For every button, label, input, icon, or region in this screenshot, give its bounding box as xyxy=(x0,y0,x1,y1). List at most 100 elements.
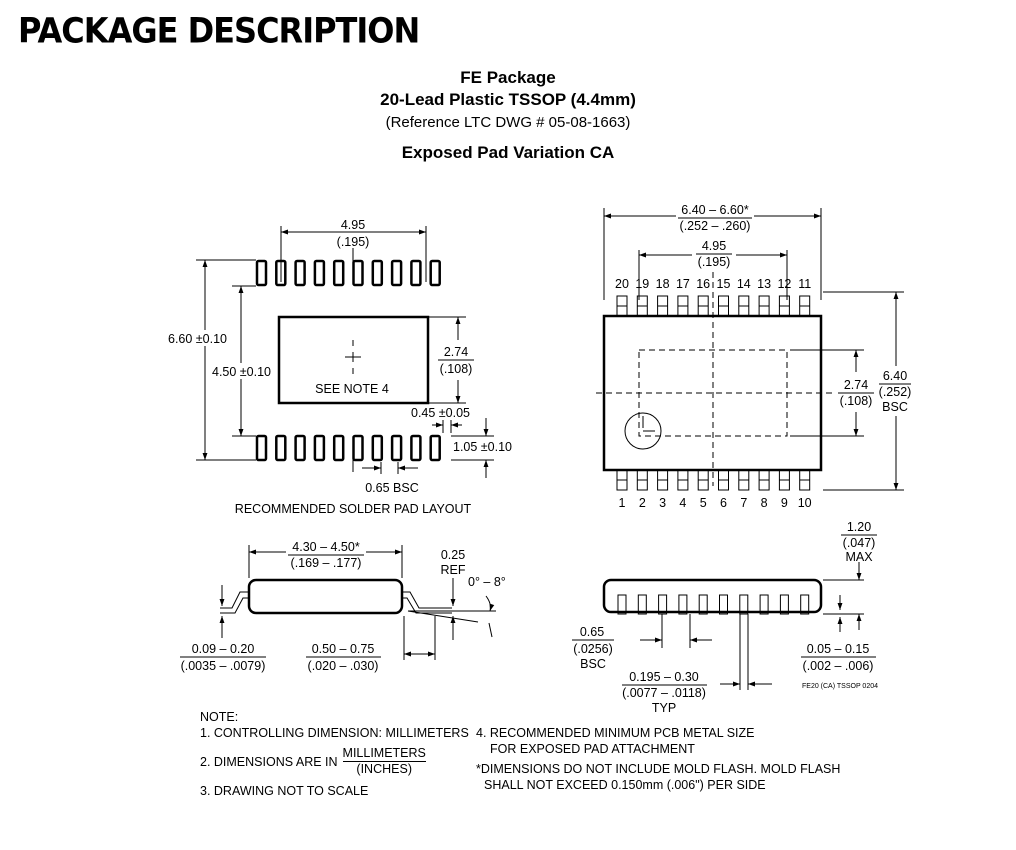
pin-label-bottom: 9 xyxy=(781,496,788,510)
solder-pad-height-mm: 2.74 xyxy=(444,345,468,359)
solder-pad xyxy=(294,434,306,462)
ref-mm: 0.25 xyxy=(441,548,465,562)
note-1: 1. CONTROLLING DIMENSION: MILLIMETERS xyxy=(200,726,469,740)
overall-height-mm: 6.40 xyxy=(883,369,907,383)
pin-label-top: 20 xyxy=(615,277,629,291)
side-leads xyxy=(617,594,810,615)
body-width-in: (.252 – .260) xyxy=(680,219,751,233)
height-max-mm: 1.20 xyxy=(847,520,871,534)
foot-length-in: (.020 – .030) xyxy=(308,659,379,673)
solder-pad-layout: SEE NOTE 4 4.95 (.195) 6.60 ±0.10 4.50 ±… xyxy=(166,218,512,516)
package-reference: (Reference LTC DWG # 05-08-1663) xyxy=(385,114,631,131)
pin-label-bottom: 10 xyxy=(798,496,812,510)
lead-thickness-mm: 0.09 – 0.20 xyxy=(192,642,255,656)
side-body-mm: 4.30 – 4.50* xyxy=(292,540,360,554)
side-pitch-bsc: BSC xyxy=(580,657,606,671)
side-lead xyxy=(759,594,769,615)
pin-label-top: 16 xyxy=(696,277,710,291)
pin-label-bottom: 8 xyxy=(761,496,768,510)
solder-pad xyxy=(255,434,268,462)
side-lead xyxy=(719,594,728,615)
side-lead xyxy=(779,594,789,615)
solder-pad xyxy=(352,259,364,287)
pad-width-in: (.195) xyxy=(698,255,731,269)
side-lead xyxy=(658,594,668,615)
height-max-label: MAX xyxy=(845,550,873,564)
notes-left: NOTE: 1. CONTROLLING DIMENSION: MILLIMET… xyxy=(200,709,469,799)
note-2-fraction: MILLIMETERS (INCHES) xyxy=(342,746,426,777)
note-star-b: SHALL NOT EXCEED 0.150mm (.006") PER SID… xyxy=(484,778,766,792)
pad-height-mm: 2.74 xyxy=(844,378,868,392)
side-pitch-mm: 0.65 xyxy=(580,625,604,639)
pin-label-bottom: 7 xyxy=(740,496,747,510)
solder-pad xyxy=(390,434,403,462)
pin-label-bottom: 5 xyxy=(700,496,707,510)
solder-pad xyxy=(294,259,306,287)
side-view-left: 4.30 – 4.50* (.169 – .177) 0.25 REF 0° –… xyxy=(180,538,506,673)
pin-label-bottom: 6 xyxy=(720,496,727,510)
note-2-numerator: MILLIMETERS xyxy=(342,746,426,762)
solder-pitch: 0.65 BSC xyxy=(365,481,419,495)
solder-width-in: (.195) xyxy=(337,235,370,249)
note-star-a: *DIMENSIONS DO NOT INCLUDE MOLD FLASH. M… xyxy=(476,762,841,776)
note-2: 2. DIMENSIONS ARE IN MILLIMETERS (INCHES… xyxy=(200,746,469,777)
solder-pad xyxy=(352,434,364,462)
solder-pads-top xyxy=(255,259,441,287)
pin-label-top: 12 xyxy=(777,277,791,291)
solder-pad xyxy=(410,434,422,462)
lead-thickness-in: (.0035 – .0079) xyxy=(181,659,266,673)
left-lead xyxy=(220,591,249,609)
solder-pad xyxy=(390,259,403,287)
side-body-in: (.169 – .177) xyxy=(291,556,362,570)
standoff-mm: 0.05 – 0.15 xyxy=(807,642,870,656)
solder-caption: RECOMMENDED SOLDER PAD LAYOUT xyxy=(235,502,472,516)
note-3: 3. DRAWING NOT TO SCALE xyxy=(200,784,369,798)
solder-pad xyxy=(255,259,268,287)
side-lead xyxy=(617,594,627,615)
solder-pad xyxy=(429,259,441,287)
side-body-right xyxy=(602,578,823,614)
pin-label-top: 19 xyxy=(635,277,649,291)
side-lead xyxy=(637,594,647,615)
overall-height-bsc: BSC xyxy=(882,400,908,414)
note-2-prefix: 2. DIMENSIONS ARE IN xyxy=(200,754,338,769)
pin-label-top: 13 xyxy=(757,277,771,291)
solder-pad-height-in: (.108) xyxy=(440,362,473,376)
pin-label-bottom: 3 xyxy=(659,496,666,510)
pin-label-top: 18 xyxy=(656,277,670,291)
solder-width-mm: 4.95 xyxy=(341,218,365,232)
pin-label-top: 15 xyxy=(717,277,731,291)
package-type: 20-Lead Plastic TSSOP (4.4mm) xyxy=(380,90,636,109)
pin-label-bottom: 4 xyxy=(679,496,686,510)
angle-label: 0° – 8° xyxy=(468,575,506,589)
side-lead-typ: TYP xyxy=(652,701,676,715)
solder-pad xyxy=(429,434,441,462)
package-name: FE Package xyxy=(460,68,556,87)
package-variation: Exposed Pad Variation CA xyxy=(401,143,615,162)
notes-heading: NOTE: xyxy=(200,710,239,724)
note-4b: FOR EXPOSED PAD ATTACHMENT xyxy=(490,742,695,756)
side-lead-in: (.0077 – .0118) xyxy=(622,686,706,700)
exposed-pad-footprint xyxy=(277,315,430,405)
solder-pad xyxy=(332,434,345,462)
foot-length-mm: 0.50 – 0.75 xyxy=(312,642,375,656)
side-body-left xyxy=(247,578,404,615)
solder-inner-height: 4.50 ±0.10 xyxy=(212,365,271,379)
solder-pad xyxy=(371,434,384,462)
solder-outer-height: 6.60 ±0.10 xyxy=(168,332,227,346)
pad-width-mm: 4.95 xyxy=(702,239,726,253)
solder-pad xyxy=(313,434,326,462)
pin-label-bottom: 2 xyxy=(639,496,646,510)
height-max-in: (.047) xyxy=(843,536,876,550)
pin-label-top: 11 xyxy=(798,277,811,291)
ref-label: REF xyxy=(441,563,466,577)
right-lead xyxy=(402,591,452,609)
side-lead xyxy=(739,594,749,615)
side-lead xyxy=(678,594,688,615)
pin-label-top: 14 xyxy=(737,277,751,291)
solder-pad xyxy=(332,259,345,287)
